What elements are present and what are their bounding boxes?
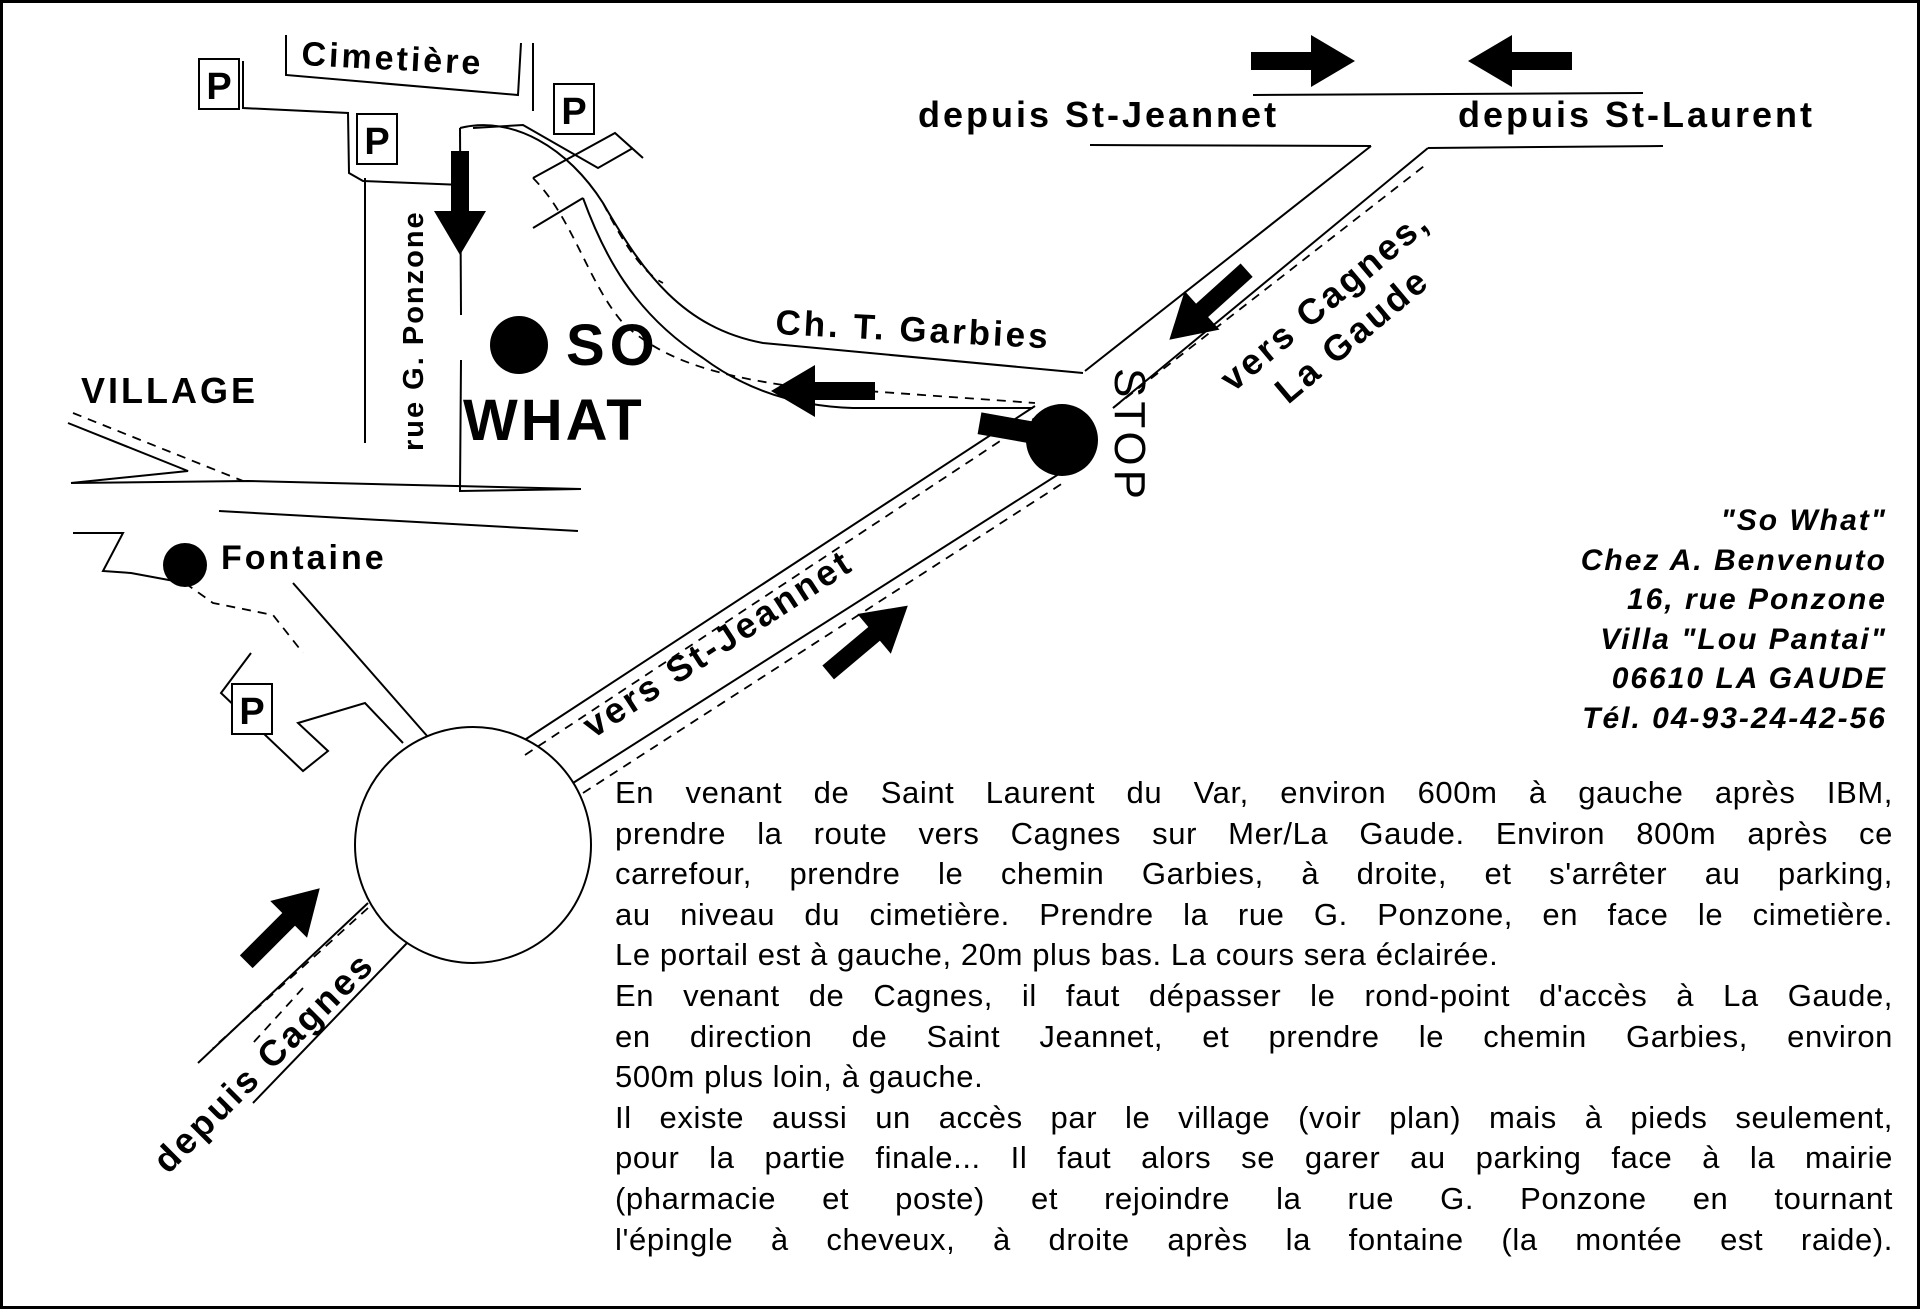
arrow-icon [771,365,875,417]
directions-line: au niveau du cimetière. Prendre la rue G… [615,896,1893,932]
directions-line: 500m plus loin, à gauche. [615,1059,984,1095]
arrow-icon [811,585,925,693]
directions-line: en direction de Saint Jeannet, et prendr… [615,1018,1893,1054]
label-vers-st-jeannet: vers St-Jeannet [575,541,860,746]
road-edges [67,35,1664,1104]
label-rue-ponzone: rue G. Ponzone [398,210,430,451]
directions-line: En venant de Saint Laurent du Var, envir… [615,775,1893,810]
label-depuis-cagnes: depuis Cagnes [145,943,383,1181]
directions-line: pour la partie finale... Il faut alors s… [615,1140,1893,1176]
label-what: WHAT [463,388,645,453]
directions-line: Le portail est à gauche, 20m plus bas. L… [615,937,1499,973]
address-block: "So What" Chez A. Benvenuto 16, rue Ponz… [1327,501,1887,738]
address-line: Villa "Lou Pantai" [1600,622,1887,656]
parking-icon: P [198,58,240,110]
directions-line: (pharmacie et poste) et rejoindre la rue… [615,1180,1893,1216]
arrow-icon [227,869,339,981]
label-village: VILLAGE [81,370,258,411]
arrow-icon [434,151,486,255]
svg-text:P: P [364,121,389,163]
address-name: "So What" [1720,504,1887,537]
address-line: 16, rue Ponzone [1626,583,1887,616]
parking-icon: P [356,113,398,165]
label-depuis-st-jeannet: depuis St-Jeannet [918,94,1279,135]
so-what-location-dot [490,316,548,374]
directions-line: prendre la route vers Cagnes sur Mer/La … [615,815,1893,851]
svg-text:P: P [239,691,264,733]
stop-marker [977,404,1098,476]
label-depuis-st-laurent: depuis St-Laurent [1458,94,1815,135]
address-line: 06610 LA GAUDE [1611,662,1887,695]
directions-line: l'épingle à cheveux, à droite après la f… [615,1221,1893,1257]
directions-line: Il existe aussi un accès par le village … [615,1099,1893,1135]
label-cimetiere: Cimetière [301,35,485,82]
access-map: P P P P Cimetière depuis St-Jeannet depu… [67,35,1815,1181]
arrow-icon [1251,35,1355,87]
svg-text:P: P [206,66,231,108]
label-stop: STOP [1105,368,1154,503]
directions-text: En venant de Saint Laurent du Var, envir… [615,773,1893,1260]
label-so: SO [566,313,660,378]
address-line: Chez A. Benvenuto [1580,543,1887,577]
arrow-icon [1468,35,1572,87]
directions-line: En venant de Cagnes, il faut dépasser le… [615,977,1893,1013]
dashed-paths [72,162,1429,1049]
parking-icon: P [231,683,273,735]
svg-text:P: P [561,91,586,133]
fontaine-location-dot [163,543,207,587]
directions-line: carrefour, prendre le chemin Garbies, à … [615,856,1893,892]
label-fontaine: Fontaine [221,539,387,577]
parking-icon: P [553,83,595,135]
address-phone: Tél. 04-93-24-42-56 [1582,701,1887,735]
